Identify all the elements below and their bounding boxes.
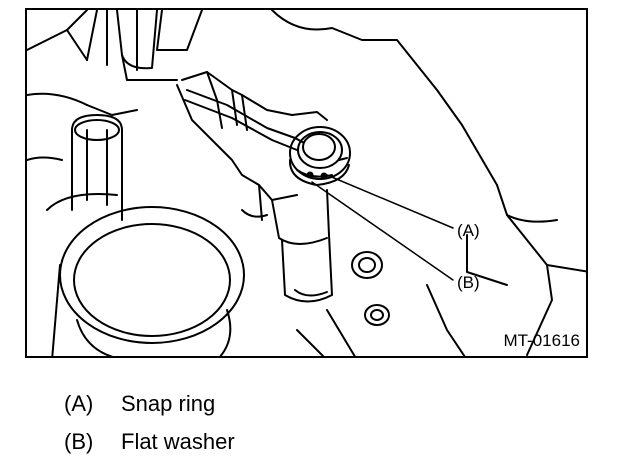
legend-label-a: Snap ring — [121, 391, 216, 416]
legend-key-b: (B) — [64, 429, 94, 454]
legend-key-a: (A) — [64, 391, 94, 416]
leader-lines — [311, 174, 454, 281]
cylinder-bore — [51, 206, 245, 356]
figure-code: MT-01616 — [503, 331, 580, 350]
leader-line-a — [326, 174, 454, 229]
callout-b: (B) — [457, 273, 480, 292]
legend: (A) Snap ring (B) Flat washer — [64, 385, 235, 461]
legend-label-b: Flat washer — [121, 429, 235, 454]
bolt-holes — [351, 251, 390, 326]
shift-fork-arm — [176, 71, 333, 303]
snap-ring-assembly — [288, 126, 351, 186]
legend-item-b: (B) Flat washer — [64, 423, 235, 461]
callout-a: (A) — [457, 221, 480, 240]
case-housing-lines — [27, 10, 586, 356]
left-bosses — [46, 10, 138, 221]
figure-frame: (A) (B) MT-01616 — [25, 8, 588, 358]
leader-line-b — [311, 181, 454, 281]
transmission-case-drawing: (A) (B) — [27, 10, 586, 356]
legend-item-a: (A) Snap ring — [64, 385, 235, 423]
